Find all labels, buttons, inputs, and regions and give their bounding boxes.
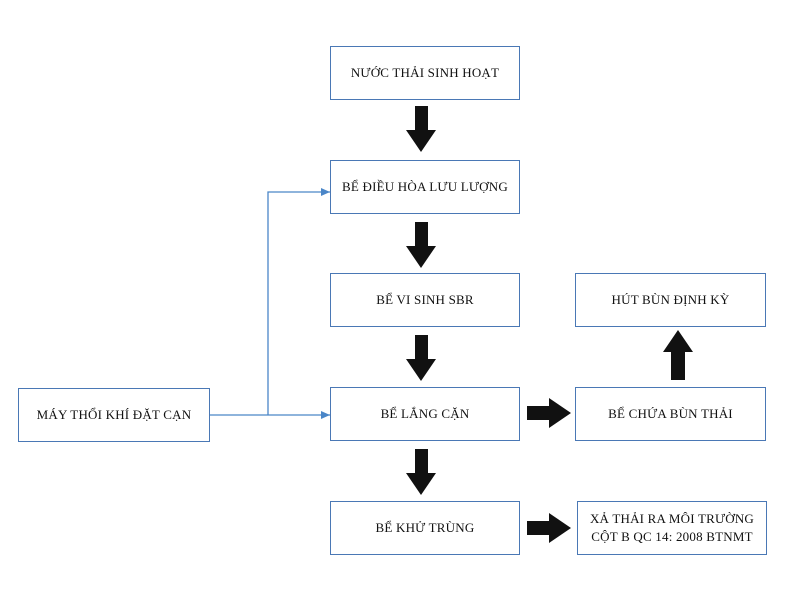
- settling-tank-box: BỂ LẮNG CẶN: [330, 387, 520, 441]
- disinfection-tank-label: BỂ KHỬ TRÙNG: [375, 520, 475, 536]
- down-arrow-1: [406, 106, 436, 152]
- up-arrow-to-pumping: [663, 330, 693, 380]
- right-arrow-to-discharge: [527, 513, 571, 543]
- down-arrow-3: [406, 335, 436, 381]
- sludge-tank-box: BỂ CHỨA BÙN THẢI: [575, 387, 766, 441]
- domestic-wastewater-box: NƯỚC THẢI SINH HOẠT: [330, 46, 520, 100]
- sludge-tank-label: BỂ CHỨA BÙN THẢI: [608, 406, 733, 422]
- sbr-tank-label: BỂ VI SINH SBR: [376, 292, 474, 308]
- settling-tank-label: BỂ LẮNG CẶN: [380, 406, 470, 422]
- sludge-pumping-label: HÚT BÙN ĐỊNH KỲ: [611, 292, 730, 308]
- down-arrow-4: [406, 449, 436, 495]
- sbr-tank-box: BỂ VI SINH SBR: [330, 273, 520, 327]
- equalization-tank-label: BỂ ĐIỀU HÒA LƯU LƯỢNG: [342, 179, 508, 195]
- domestic-wastewater-label: NƯỚC THẢI SINH HOẠT: [350, 65, 500, 81]
- air-line-to-equalization: [267, 188, 330, 415]
- disinfection-tank-box: BỂ KHỬ TRÙNG: [330, 501, 520, 555]
- equalization-tank-box: BỂ ĐIỀU HÒA LƯU LƯỢNG: [330, 160, 520, 214]
- discharge-box: XẢ THẢI RA MÔI TRƯỜNG CỘT B QC 14: 2008 …: [577, 501, 767, 555]
- air-blower-box: MÁY THỔI KHÍ ĐẶT CẠN: [18, 388, 210, 442]
- air-blower-label: MÁY THỔI KHÍ ĐẶT CẠN: [36, 407, 192, 423]
- sludge-pumping-box: HÚT BÙN ĐỊNH KỲ: [575, 273, 766, 327]
- discharge-label-line2: CỘT B QC 14: 2008 BTNMT: [591, 529, 753, 544]
- discharge-label-line1: XẢ THẢI RA MÔI TRƯỜNG: [589, 511, 755, 527]
- down-arrow-2: [406, 222, 436, 268]
- right-arrow-to-sludge: [527, 398, 571, 428]
